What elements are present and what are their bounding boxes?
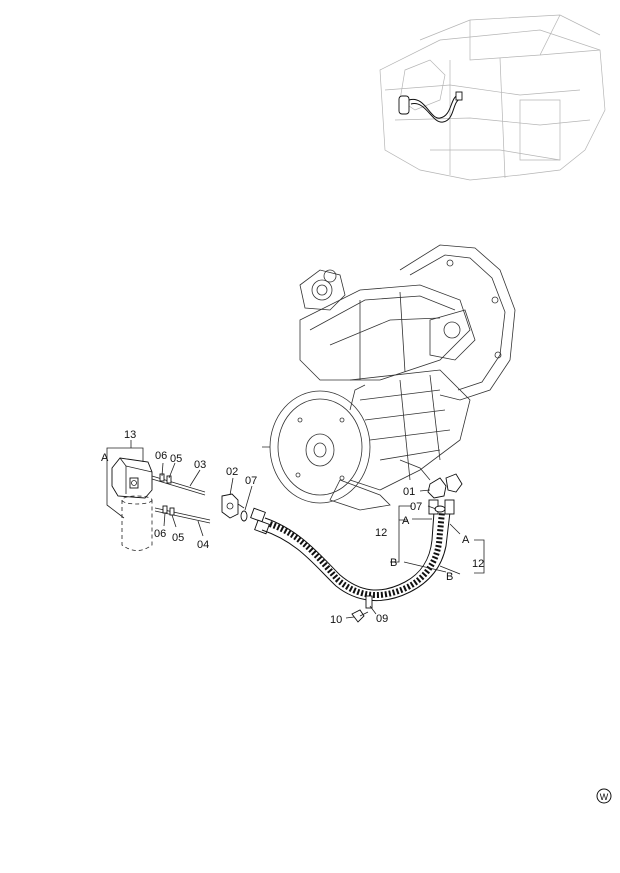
callout-04: 04: [197, 539, 209, 551]
callout-13: 13: [124, 429, 136, 441]
callout-07-right: 07: [410, 501, 422, 513]
callout-B-left: B: [390, 557, 397, 569]
callout-09: 09: [376, 613, 388, 625]
corner-mark-letter: W: [600, 792, 609, 802]
elbow-fitting-01: [427, 473, 463, 499]
fitting-02: [221, 493, 245, 519]
o-ring-07-left: [240, 510, 248, 522]
callout-01: 01: [403, 486, 415, 498]
machine-location-inset: [379, 14, 606, 181]
o-ring-07-right: [434, 505, 446, 513]
inset-filter-highlight: [398, 91, 463, 123]
callout-05-top: 05: [170, 453, 182, 465]
callout-12-right: 12: [472, 558, 484, 570]
callout-A-right: A: [462, 534, 470, 546]
callout-A-filter: A: [101, 452, 109, 464]
bolt-10: [351, 609, 369, 623]
bolt-04: [154, 505, 211, 524]
fuel-filter-assembly: [111, 457, 211, 551]
callout-05-bottom: 05: [172, 532, 184, 544]
engine-assembly: [262, 244, 516, 511]
fuel-hose-assembly: [250, 499, 455, 609]
callout-labels: 13 A 06 05 03 06 05 04 02 07 01 07 12 A …: [101, 429, 484, 626]
callout-06-top: 06: [155, 450, 167, 462]
callout-03: 03: [194, 459, 206, 471]
callout-12-left: 12: [375, 527, 387, 539]
callout-06-bottom: 06: [154, 528, 166, 540]
callout-B-right: B: [446, 571, 453, 583]
callout-07-left: 07: [245, 475, 257, 487]
leader-lines: [106, 440, 485, 619]
bolt-03: [151, 473, 206, 496]
callout-10: 10: [330, 614, 342, 626]
corner-mark: W: [596, 788, 612, 804]
callout-02: 02: [226, 466, 238, 478]
callout-A-left: A: [402, 515, 410, 527]
